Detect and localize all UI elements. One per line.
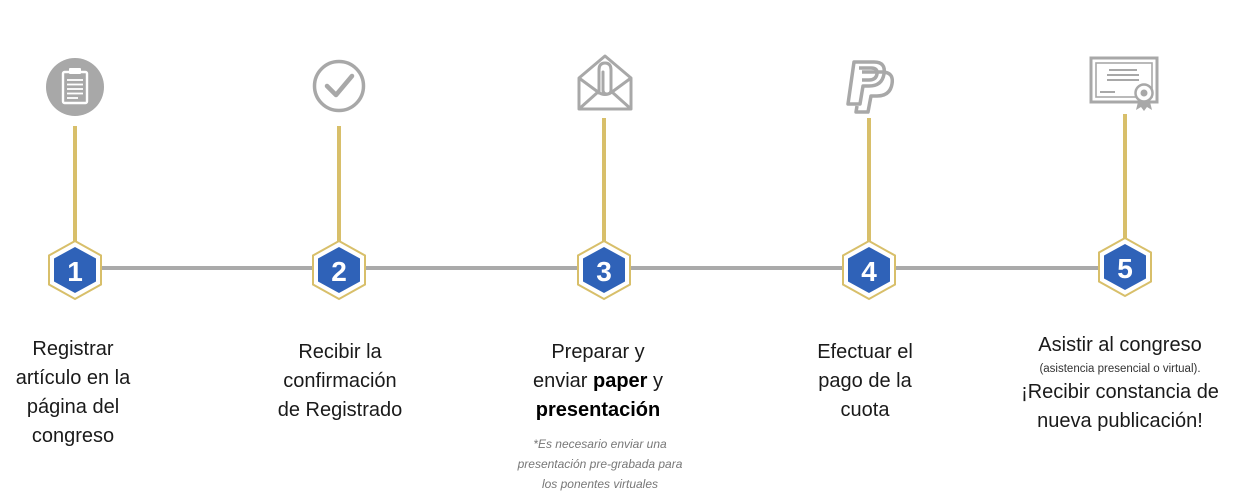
step-3-note-line: presentación pre-grabada para	[517, 457, 683, 471]
step-3-bold-paper: paper	[593, 370, 648, 392]
step-number-2: 2	[331, 256, 347, 287]
step-4-line: Efectuar el	[817, 341, 913, 363]
step-5-line: nueva publicación!	[1037, 410, 1203, 432]
step-2-line: de Registrado	[277, 399, 403, 421]
envelope-attachment-icon	[577, 54, 633, 111]
step-3-line: Preparar y	[551, 341, 645, 363]
step-4-description: Efectuar el pago de la cuota	[784, 338, 946, 425]
clipboard-icon	[46, 58, 104, 116]
step-badge-2: 2	[312, 239, 366, 301]
step-3-bold-presentacion: presentación	[535, 399, 661, 421]
step-3-description: Preparar y enviar paper y presentación	[503, 338, 693, 425]
step-4-line: cuota	[840, 399, 890, 421]
step-badge-5: 5	[1098, 236, 1152, 298]
step-5-line: Asistir al congreso	[1038, 334, 1202, 356]
checkmark-circle-icon	[312, 59, 366, 113]
step-2-line: confirmación	[283, 370, 397, 392]
step-2-description: Recibir la confirmación de Registrado	[254, 338, 426, 425]
step-badge-3: 3	[577, 239, 631, 301]
step-3-line-text: enviar	[532, 370, 593, 392]
paypal-icon	[846, 60, 895, 114]
step-number-5: 5	[1117, 253, 1133, 284]
step-badge-1: 1	[48, 239, 102, 301]
step-number-4: 4	[861, 256, 877, 287]
step-1-line: congreso	[31, 425, 115, 447]
step-badge-4: 4	[842, 239, 896, 301]
step-1-description: Registrar artículo en la página del cong…	[0, 335, 146, 451]
step-1-line: página del	[26, 396, 120, 418]
step-4-line: pago de la	[818, 370, 912, 392]
step-3-note-line: *Es necesario enviar una	[533, 437, 667, 451]
step-2-line: Recibir la	[298, 341, 382, 363]
step-3-line-text: y	[647, 370, 664, 392]
step-5-description: Asistir al congreso (asistencia presenci…	[996, 331, 1240, 436]
step-number-3: 3	[596, 256, 612, 287]
certificate-icon	[1089, 56, 1159, 111]
step-3-note: *Es necesario enviar una presentación pr…	[484, 434, 716, 494]
step-1-line: artículo en la	[15, 367, 131, 389]
step-5-small-line: (asistencia presencial o virtual).	[1039, 363, 1201, 375]
step-3-note-line: los ponentes virtuales	[541, 477, 659, 491]
step-number-1: 1	[67, 256, 83, 287]
step-5-line: ¡Recibir constancia de	[1021, 381, 1219, 403]
step-3-line: enviar paper y	[503, 367, 693, 396]
step-1-line: Registrar	[32, 338, 114, 360]
